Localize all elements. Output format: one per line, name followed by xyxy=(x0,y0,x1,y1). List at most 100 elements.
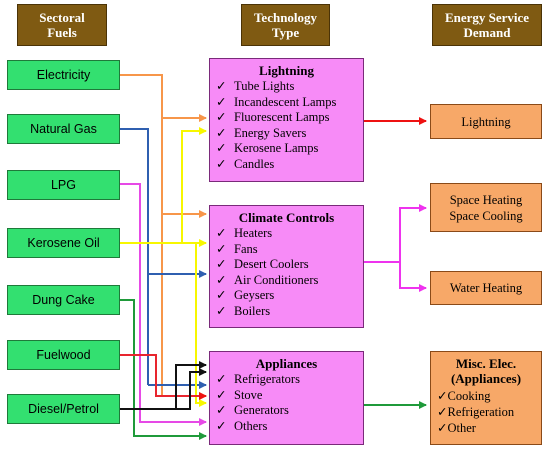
tech-lightning-item: ✓ Incandescent Lamps xyxy=(216,95,363,111)
check-icon: ✓ xyxy=(216,387,227,402)
check-icon: ✓ xyxy=(216,79,227,93)
check-icon: ✓ xyxy=(216,272,227,287)
tech-item-label: Generators xyxy=(234,403,289,418)
tech-lightning-box: Lightning ✓ Tube Lights ✓ Incandescent Lam… xyxy=(209,58,364,182)
wires-diesel-petrol xyxy=(120,361,207,410)
check-icon: ✓ xyxy=(216,141,227,156)
tech-lightning-item: ✓ Fluorescent Lamps xyxy=(216,110,363,126)
tech-lightning-item: ✓ Candles xyxy=(216,157,363,173)
check-icon: ✓ xyxy=(216,110,227,125)
check-icon: ✓ xyxy=(216,241,227,256)
check-icon: ✓ xyxy=(437,421,448,435)
tech-appliances-box: Appliances ✓ Refrigerators ✓ Stove ✓ Genera… xyxy=(209,351,364,445)
demand-space-heating-label: Space Heating xyxy=(449,192,523,207)
demand-misc-item: ✓Cooking xyxy=(437,388,541,404)
tech-lightning-item: ✓ Energy Savers xyxy=(216,126,363,142)
tech-item-label: Incandescent Lamps xyxy=(234,94,337,109)
demand-misc-elec: Misc. Elec. (Appliances) ✓Cooking ✓Refri… xyxy=(430,351,542,445)
tech-lightning-list: ✓ Tube Lights ✓ Incandescent Lamps ✓ Fluore… xyxy=(216,79,363,173)
tech-appliances-list: ✓ Refrigerators ✓ Stove ✓ Generators ✓ Other… xyxy=(216,372,363,434)
demand-heating-cooling: Space Heating Space Cooling xyxy=(430,183,542,232)
header-tech-line1: Technology xyxy=(253,10,318,25)
demand-lightning-label: Lightning xyxy=(461,114,511,129)
fuel-dung-cake: Dung Cake xyxy=(7,285,120,315)
tech-climate-item: ✓ Desert Coolers xyxy=(216,257,363,273)
tech-lightning-item: ✓ Kerosene Lamps xyxy=(216,141,363,157)
wires-kerosene xyxy=(120,127,207,407)
fuel-electricity: Electricity xyxy=(7,60,120,90)
check-icon: ✓ xyxy=(216,372,227,386)
header-demand-line2: Demand xyxy=(463,25,511,40)
fuel-kerosene-oil: Kerosene Oil xyxy=(7,228,120,258)
demand-water-heating-label: Water Heating xyxy=(449,281,523,295)
tech-climate-item: ✓ Boilers xyxy=(216,304,363,320)
demand-water-heating: Water Heating xyxy=(430,271,542,305)
check-icon: ✓ xyxy=(216,257,227,272)
check-icon: ✓ xyxy=(216,156,227,171)
header-tech-line2: Type xyxy=(271,25,300,40)
tech-appliances-item: ✓ Refrigerators xyxy=(216,372,363,388)
tech-appliances-item: ✓ Stove xyxy=(216,388,363,404)
tech-item-label: Stove xyxy=(234,387,263,402)
header-technology-type: Technology Type xyxy=(241,4,330,46)
tech-item-label: Fans xyxy=(234,241,258,256)
check-icon: ✓ xyxy=(216,125,227,140)
wires-fuelwood xyxy=(120,354,207,400)
tech-lightning-title: Lightning xyxy=(259,63,314,78)
tech-item-label: Fluorescent Lamps xyxy=(234,110,330,125)
wires-electricity xyxy=(120,74,207,400)
tech-appliances-item: ✓ Others xyxy=(216,419,363,435)
tech-climate-list: ✓ Heaters ✓ Fans ✓ Desert Coolers ✓ Air Cond… xyxy=(216,226,363,320)
tech-item-label: Air Conditioners xyxy=(234,272,319,287)
tech-item-label: Desert Coolers xyxy=(234,257,309,272)
demand-misc-item-label: Cooking xyxy=(447,389,491,403)
header-demand-line1: Energy Service xyxy=(444,10,530,25)
demand-misc-item: ✓Refrigeration xyxy=(437,404,541,420)
tech-climate-title: Climate Controls xyxy=(238,210,335,225)
tech-item-label: Others xyxy=(234,418,268,433)
tech-appliances-title: Appliances xyxy=(255,356,318,371)
fuel-diesel-petrol: Diesel/Petrol xyxy=(7,394,120,424)
tech-item-label: Heaters xyxy=(234,226,273,240)
tech-climate-item: ✓ Fans xyxy=(216,242,363,258)
tech-climate-box: Climate Controls ✓ Heaters ✓ Fans ✓ Desert … xyxy=(209,205,364,328)
tech-item-label: Boilers xyxy=(234,303,271,318)
demand-misc-title-line2: (Appliances) xyxy=(450,371,522,386)
tech-item-label: Refrigerators xyxy=(234,372,300,386)
demand-misc-list: ✓Cooking ✓Refrigeration ✓Other xyxy=(437,388,541,436)
check-icon: ✓ xyxy=(437,405,448,419)
tech-item-label: Candles xyxy=(234,156,275,171)
tech-item-label: Kerosene Lamps xyxy=(234,141,319,156)
check-icon: ✓ xyxy=(216,418,227,433)
tech-climate-item: ✓ Air Conditioners xyxy=(216,273,363,289)
demand-misc-item: ✓Other xyxy=(437,420,541,436)
check-icon: ✓ xyxy=(216,303,227,318)
check-icon: ✓ xyxy=(216,226,227,240)
demand-lightning: Lightning xyxy=(430,104,542,139)
tech-lightning-item: ✓ Tube Lights xyxy=(216,79,363,95)
fuel-natural-gas: Natural Gas xyxy=(7,114,120,144)
tech-item-label: Tube Lights xyxy=(234,79,295,93)
tech-item-label: Geysers xyxy=(234,288,275,303)
header-sectoral-fuels: Sectoral Fuels xyxy=(17,4,107,46)
header-energy-service-demand: Energy Service Demand xyxy=(432,4,542,46)
demand-misc-item-label: Refrigeration xyxy=(447,405,515,419)
fuel-lpg: LPG xyxy=(7,170,120,200)
demand-space-cooling-label: Space Cooling xyxy=(449,208,523,223)
tech-appliances-item: ✓ Generators xyxy=(216,403,363,419)
check-icon: ✓ xyxy=(216,94,227,109)
header-fuels-line2: Fuels xyxy=(47,25,77,40)
check-icon: ✓ xyxy=(437,389,448,403)
check-icon: ✓ xyxy=(216,403,227,418)
check-icon: ✓ xyxy=(216,288,227,303)
demand-misc-item-label: Other xyxy=(447,421,476,435)
header-fuels-line1: Sectoral xyxy=(39,10,85,25)
wires-dung-cake xyxy=(120,299,207,440)
demand-misc-title-line1: Misc. Elec. xyxy=(455,356,517,371)
tech-item-label: Energy Savers xyxy=(234,125,307,140)
tech-climate-item: ✓ Heaters xyxy=(216,226,363,242)
arrows-climate-out xyxy=(364,204,427,292)
wires-lpg xyxy=(120,183,207,426)
fuel-fuelwood: Fuelwood xyxy=(7,340,120,370)
